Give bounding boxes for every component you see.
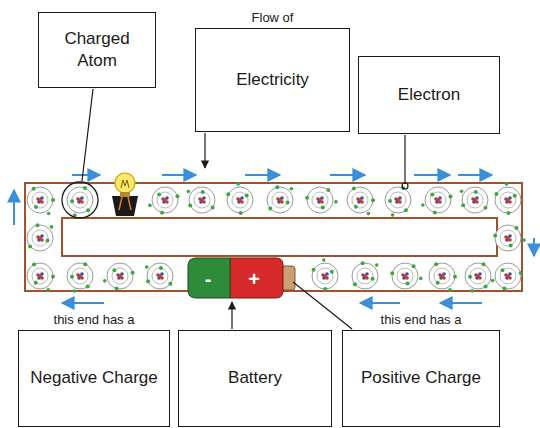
atom <box>494 182 521 215</box>
polarity-sign: + <box>248 269 260 289</box>
atom <box>493 225 525 251</box>
atom <box>187 187 215 213</box>
callout-text: Negative Charge <box>24 367 164 389</box>
callout-heading: this end has a <box>313 312 529 327</box>
atom <box>226 182 253 215</box>
callout-text: Battery <box>222 367 288 389</box>
atom <box>491 263 523 290</box>
atom <box>67 186 93 217</box>
callout-box: this end has aPositive Charge <box>342 330 500 427</box>
highlight-ring <box>62 182 98 218</box>
atom <box>385 186 411 217</box>
callout-box: Electron <box>358 56 500 134</box>
atom <box>145 263 173 289</box>
atom <box>27 187 55 216</box>
atom <box>267 185 293 213</box>
atom <box>429 262 457 291</box>
callout-text: Positive Charge <box>355 367 487 389</box>
atom <box>67 262 93 293</box>
callout-box: Charged Atom <box>38 12 156 88</box>
callout-text: Charged Atom <box>39 28 155 72</box>
atom <box>103 263 135 291</box>
atom <box>148 187 179 215</box>
atom <box>27 223 53 251</box>
atom <box>27 262 55 291</box>
atom <box>305 187 337 213</box>
callout-text: Electron <box>392 84 466 106</box>
callout-text: Electricity <box>230 69 315 91</box>
atom <box>312 258 338 291</box>
callout-heading: Flow of <box>166 10 379 25</box>
atom <box>347 187 375 216</box>
callout-box: Battery <box>178 330 332 427</box>
battery-cell <box>188 258 295 298</box>
atom <box>421 187 453 215</box>
callout-heading: this end has a <box>0 312 199 327</box>
atom <box>390 263 422 289</box>
atom <box>465 262 491 292</box>
callout-box: Flow ofElectricity <box>195 28 350 132</box>
light-bulb <box>112 173 138 216</box>
flow-arrows <box>14 175 534 303</box>
atom <box>460 187 488 213</box>
atom <box>352 261 379 289</box>
callout-box: this end has aNegative Charge <box>18 330 170 427</box>
polarity-sign: - <box>205 269 212 289</box>
